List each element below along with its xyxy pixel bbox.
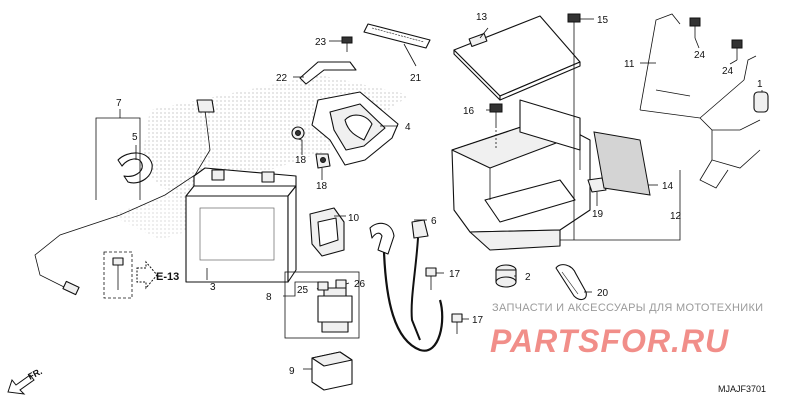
clip-18a[interactable] [291, 126, 305, 140]
cushion-1[interactable] [753, 91, 769, 113]
callout-25: 25 [297, 285, 309, 296]
grommet-2[interactable] [495, 264, 517, 288]
battery-cover[interactable] [311, 91, 399, 166]
strap-22[interactable] [299, 61, 357, 85]
callout-14: 14 [662, 181, 674, 192]
callout-8: 8 [266, 292, 272, 303]
callout-17a: 17 [449, 269, 461, 280]
bolt-16[interactable] [489, 103, 503, 126]
bolt-17b[interactable] [451, 313, 463, 334]
band-20[interactable] [555, 264, 587, 301]
battery-tray[interactable] [451, 99, 591, 251]
callout-4: 4 [405, 122, 411, 133]
relay-assembly-box [284, 271, 360, 339]
callout-2: 2 [525, 272, 531, 283]
callout-10: 10 [348, 213, 360, 224]
bolt-24a[interactable] [689, 17, 701, 38]
relay-9[interactable] [311, 351, 353, 391]
callout-12: 12 [670, 211, 682, 222]
callout-19: 19 [592, 209, 604, 220]
callout-18a: 18 [295, 155, 307, 166]
screw-15[interactable] [567, 13, 581, 36]
watermark-tagline: ЗАПЧАСТИ И АКСЕССУАРЫ ДЛЯ МОТОТЕХНИКИ [492, 302, 763, 314]
bolt-24b[interactable] [731, 39, 743, 60]
callout-1: 1 [757, 79, 763, 90]
callout-24a: 24 [694, 50, 706, 61]
callout-11: 11 [624, 59, 635, 70]
band-21[interactable] [363, 23, 431, 49]
battery[interactable] [185, 167, 297, 283]
rubber-pad-14[interactable] [593, 131, 651, 196]
callout-23: 23 [315, 37, 327, 48]
callout-16: 16 [463, 106, 475, 117]
bolt-17a[interactable] [425, 267, 437, 290]
callout-20: 20 [597, 288, 609, 299]
callout-17b: 17 [472, 315, 484, 326]
callout-26: 26 [354, 279, 366, 290]
reference-label[interactable]: E-13 [156, 271, 179, 283]
callout-9: 9 [289, 366, 295, 377]
callout-7: 7 [116, 98, 122, 109]
nut-19[interactable] [587, 177, 607, 193]
diagram-code: MJAJF3701 [718, 384, 766, 394]
fuse-25[interactable] [317, 281, 329, 291]
callout-6: 6 [431, 216, 437, 227]
callout-21: 21 [410, 73, 422, 84]
screw-23[interactable] [341, 36, 353, 52]
callout-18b: 18 [316, 181, 328, 192]
callout-3: 3 [210, 282, 216, 293]
bolt-ref[interactable] [103, 251, 133, 299]
fuse-26[interactable] [335, 279, 347, 289]
callout-22: 22 [276, 73, 288, 84]
starter-relay[interactable] [317, 287, 353, 333]
front-direction-arrow: FR. [7, 366, 44, 395]
battery-cable[interactable] [34, 99, 215, 296]
cable-clamp[interactable] [117, 152, 153, 184]
callout-5: 5 [132, 132, 138, 143]
callout-15: 15 [597, 15, 609, 26]
callouts: 1 2 3 4 5 6 7 8 9 10 11 12 13 14 15 16 1… [116, 12, 763, 377]
battery-stay[interactable] [639, 13, 761, 189]
wire-harness-6[interactable] [369, 219, 444, 352]
relay-cover[interactable] [309, 207, 345, 257]
leader-lines [95, 18, 763, 370]
e13-arrow [136, 260, 158, 290]
callout-24b: 24 [722, 66, 734, 77]
clip-18b[interactable] [315, 153, 331, 169]
front-direction-label: FR. [26, 366, 43, 382]
tray-lid[interactable] [453, 15, 581, 101]
callout-13: 13 [476, 12, 488, 23]
watermark-logo: PARTSFOR.RU [490, 323, 729, 359]
